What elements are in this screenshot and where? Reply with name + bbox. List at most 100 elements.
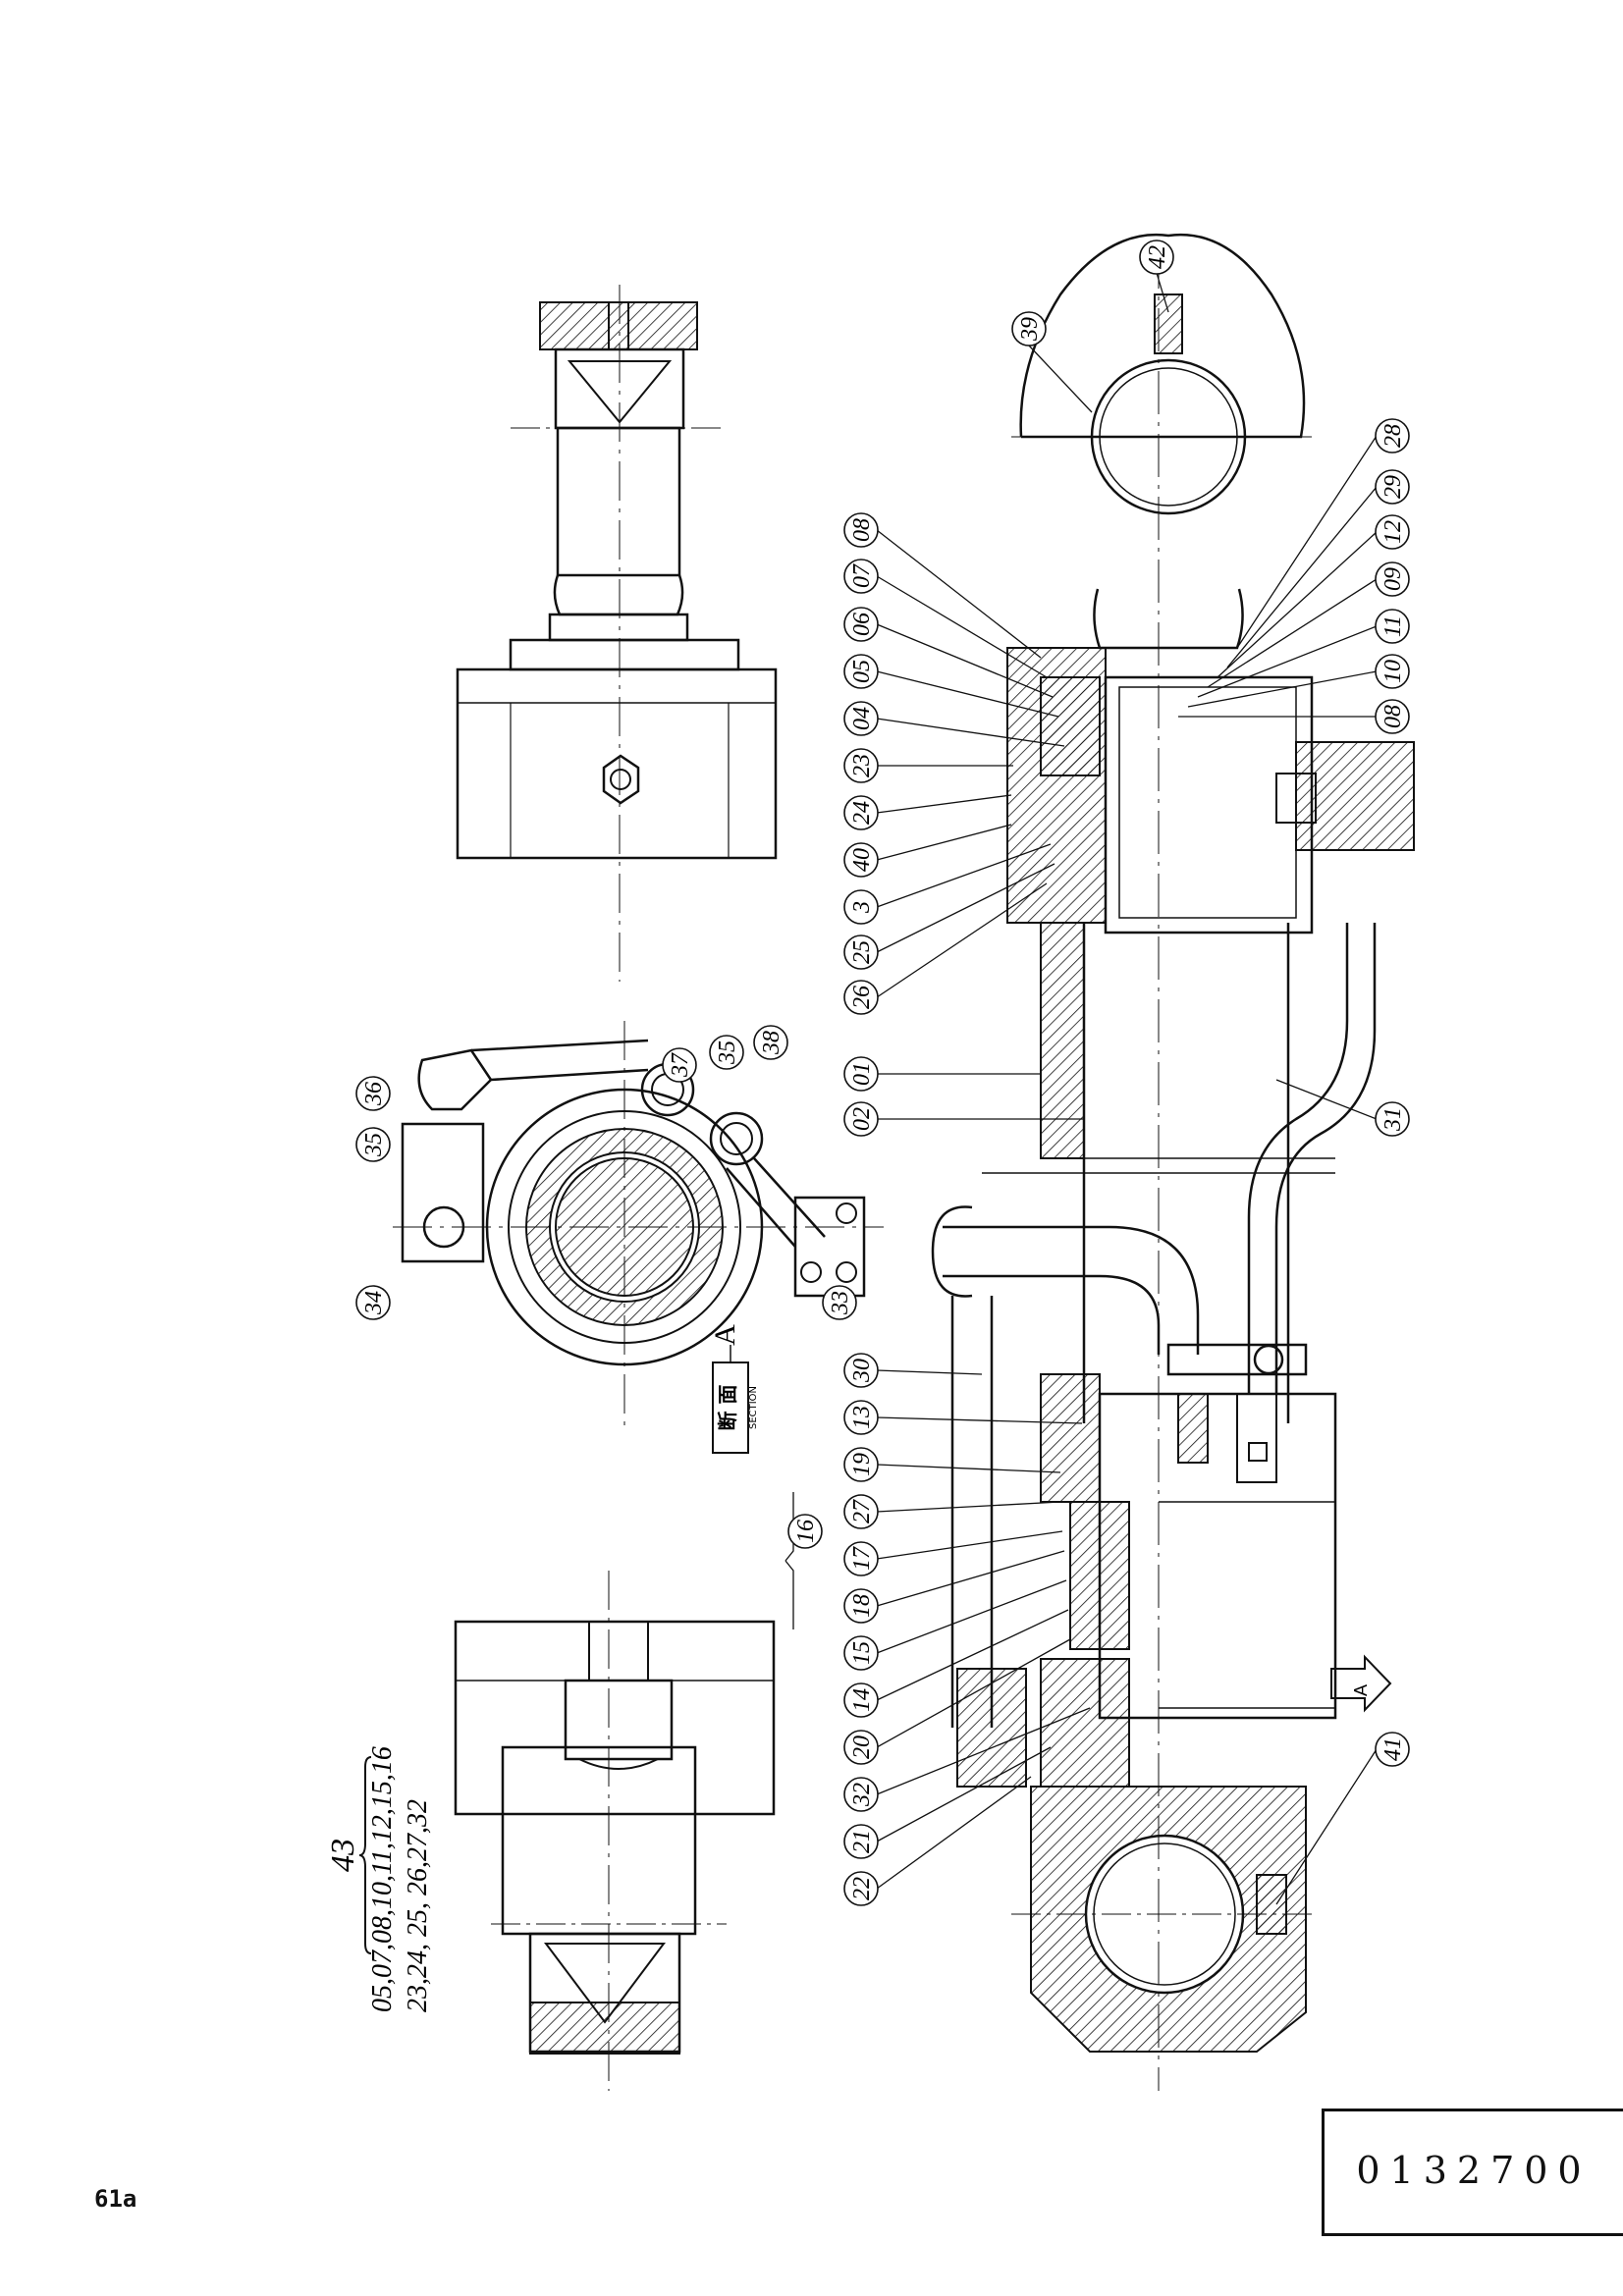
callout-label: 29	[1380, 475, 1406, 499]
part-callout-p34: 34	[355, 1285, 391, 1320]
part-callout-p15: 15	[843, 1635, 879, 1671]
callout-circle	[1375, 654, 1410, 689]
callout-label: 07	[849, 563, 875, 588]
part-callout-p10: 10	[1375, 654, 1410, 689]
callout-circle	[843, 559, 879, 594]
callout-label: 12	[1380, 520, 1406, 544]
part-callout-p19: 19	[843, 1447, 879, 1482]
callout-label: 25	[849, 940, 875, 964]
callout-circle	[1375, 469, 1410, 505]
part-callout-p28: 28	[1375, 418, 1410, 454]
part-callout-p04: 04	[843, 701, 879, 736]
callout-label: 33	[828, 1291, 853, 1315]
callout-label: 22	[849, 1877, 875, 1900]
callout-circle	[843, 1871, 879, 1906]
callout-label: 15	[849, 1641, 875, 1665]
part-callout-p06: 06	[843, 607, 879, 642]
callout-label: 28	[1380, 424, 1406, 448]
part-callouts: 4239282912091110080807060504232440325260…	[355, 240, 1410, 1906]
callout-label: 16	[793, 1520, 819, 1543]
callout-label: 08	[849, 518, 875, 542]
part-callout-p35a: 35	[709, 1035, 744, 1070]
callout-label: 20	[849, 1735, 875, 1759]
callout-label: 41	[1380, 1737, 1406, 1761]
callout-label: 38	[759, 1031, 784, 1055]
callout-label: 09	[1380, 567, 1406, 591]
callout-circle	[843, 512, 879, 548]
callout-circle	[822, 1285, 857, 1320]
part-callout-p30: 30	[843, 1353, 879, 1388]
callout-circle	[843, 1541, 879, 1576]
callout-circle	[843, 795, 879, 830]
part-callout-p21: 21	[843, 1824, 879, 1859]
callout-circle	[843, 842, 879, 878]
callout-label: 36	[361, 1082, 387, 1106]
part-callout-p11: 11	[1375, 609, 1410, 644]
callout-circle	[355, 1076, 391, 1111]
callout-label: 26	[849, 986, 875, 1009]
callout-circle	[355, 1285, 391, 1320]
section-letter: A	[709, 1324, 741, 1346]
part-callout-p16: 16	[787, 1514, 823, 1549]
callout-label: 18	[849, 1594, 875, 1618]
part-callout-p12: 12	[1375, 514, 1410, 550]
part-callout-p31: 31	[1375, 1101, 1410, 1137]
repair-kit-note: 43 05,07,08,10,11,12,15,16 23,24, 25, 26…	[325, 1746, 433, 2012]
callout-label: 23	[849, 754, 875, 777]
callout-label: 35	[361, 1133, 387, 1157]
bottom-view-head-end	[454, 1571, 776, 2091]
callout-circle	[843, 1353, 879, 1388]
part-callout-p3: 3	[843, 889, 879, 925]
part-callout-p33: 33	[822, 1285, 857, 1320]
kit-number: 43	[325, 1839, 361, 1872]
callout-circle	[1375, 699, 1410, 734]
callout-label: 30	[849, 1359, 875, 1383]
part-callout-p08b: 08	[1375, 699, 1410, 734]
callout-circle	[843, 1101, 879, 1137]
drawing-number: 0132700	[1356, 2149, 1592, 2192]
callout-circle	[1139, 240, 1174, 275]
callout-circle	[843, 701, 879, 736]
callout-label: 3	[849, 901, 875, 914]
part-callout-p36: 36	[355, 1076, 391, 1111]
callout-label: 10	[1380, 660, 1406, 683]
callout-circle	[1375, 418, 1410, 454]
callout-label: 05	[849, 660, 875, 683]
part-callout-p20: 20	[843, 1730, 879, 1765]
part-callout-p42: 42	[1139, 240, 1174, 275]
part-callout-p23: 23	[843, 748, 879, 783]
callout-circle	[1375, 1101, 1410, 1137]
part-callout-p32: 32	[843, 1777, 879, 1812]
callout-label: 11	[1380, 615, 1406, 637]
part-callout-p41: 41	[1375, 1732, 1410, 1767]
callout-label: 17	[849, 1546, 875, 1571]
callout-circle	[1375, 514, 1410, 550]
part-callout-p18: 18	[843, 1588, 879, 1624]
callout-label: 06	[849, 613, 875, 636]
part-callout-p24: 24	[843, 795, 879, 830]
callout-circle	[753, 1025, 788, 1060]
part-callout-p07: 07	[843, 559, 879, 594]
callout-label: 19	[849, 1453, 875, 1476]
callout-circle	[662, 1047, 697, 1083]
callout-circle	[843, 980, 879, 1015]
callout-label: 42	[1145, 245, 1170, 269]
kit-parts-line2: 23,24, 25, 26,27,32	[403, 1799, 433, 2012]
callout-circle	[843, 748, 879, 783]
drawing-number-box: 0132700	[1322, 2109, 1623, 2236]
kit-parts-line1: 05,07,08,10,11,12,15,16	[367, 1746, 398, 2012]
section-label-jp: 断 面	[716, 1385, 739, 1431]
part-callout-p01: 01	[843, 1056, 879, 1092]
callout-circle	[709, 1035, 744, 1070]
callout-circle	[843, 1730, 879, 1765]
callout-circle	[787, 1514, 823, 1549]
part-callout-p35b: 35	[355, 1127, 391, 1162]
callout-circle	[843, 1056, 879, 1092]
callout-label: 08	[1380, 705, 1406, 728]
callout-label: 13	[849, 1406, 875, 1429]
part-callout-p40: 40	[843, 842, 879, 878]
view-arrow-letter: A	[1351, 1684, 1371, 1696]
callout-label: 27	[849, 1499, 875, 1523]
part-callout-p05: 05	[843, 654, 879, 689]
page-number: 61a	[94, 2185, 137, 2213]
